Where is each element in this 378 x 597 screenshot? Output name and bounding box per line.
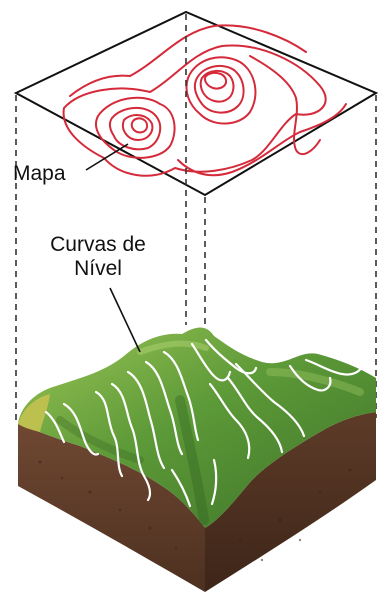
terrain-contour-5 [126,370,166,470]
terrain-contour-lines [44,338,364,508]
terrain-contour-13 [288,364,332,392]
terrain-contour-2 [62,402,100,456]
map-contour-left-2 [95,96,176,159]
map-contour-left-3 [108,107,162,151]
contour-leader-line [109,287,141,353]
contour-label-line2: Nível [74,257,122,280]
terrain-surface [18,327,376,528]
terrain-contour-14 [304,358,364,376]
map-contour-lines [62,24,347,177]
map-contour-outer-2 [177,103,347,177]
terrain-soil-front [18,424,205,592]
map-leader-line [85,143,129,171]
map-contour-right-2 [193,64,245,114]
terrain-contour-1 [44,410,66,444]
map-contour-outer-3 [249,55,321,156]
terrain-contour-10 [208,382,251,460]
terrain-block [18,327,376,592]
terrain-contour-12 [234,362,306,438]
terrain-lowland-patch [18,394,50,432]
contour-label-line1: Curvas de [50,233,146,256]
map-contour-right-4 [203,71,228,90]
map-contour-outer-1 [69,24,307,97]
terrain-contour-7 [162,350,200,442]
terrain-contour-9 [204,338,258,375]
terrain-contour-15 [170,468,192,508]
map-sheet [13,10,378,197]
terrain-contour-4 [110,382,152,502]
terrain-contour-16 [210,458,218,506]
terrain-contour-6 [144,360,184,456]
soil-texture [38,460,352,562]
map-panel [13,10,378,197]
terrain-contour-3 [94,390,124,478]
terrain-shading [56,340,364,525]
map-contour-left-4 [122,114,154,141]
map-contour-left-5 [130,117,149,134]
terrain-soil-side [205,412,376,592]
map-contour-right-1 [185,56,257,125]
map-label: Mapa [13,162,66,185]
terrain-contour-11 [226,376,284,454]
contour-lines-label: Curvas de Nível [28,233,168,281]
map-contour-right-3 [199,70,235,103]
